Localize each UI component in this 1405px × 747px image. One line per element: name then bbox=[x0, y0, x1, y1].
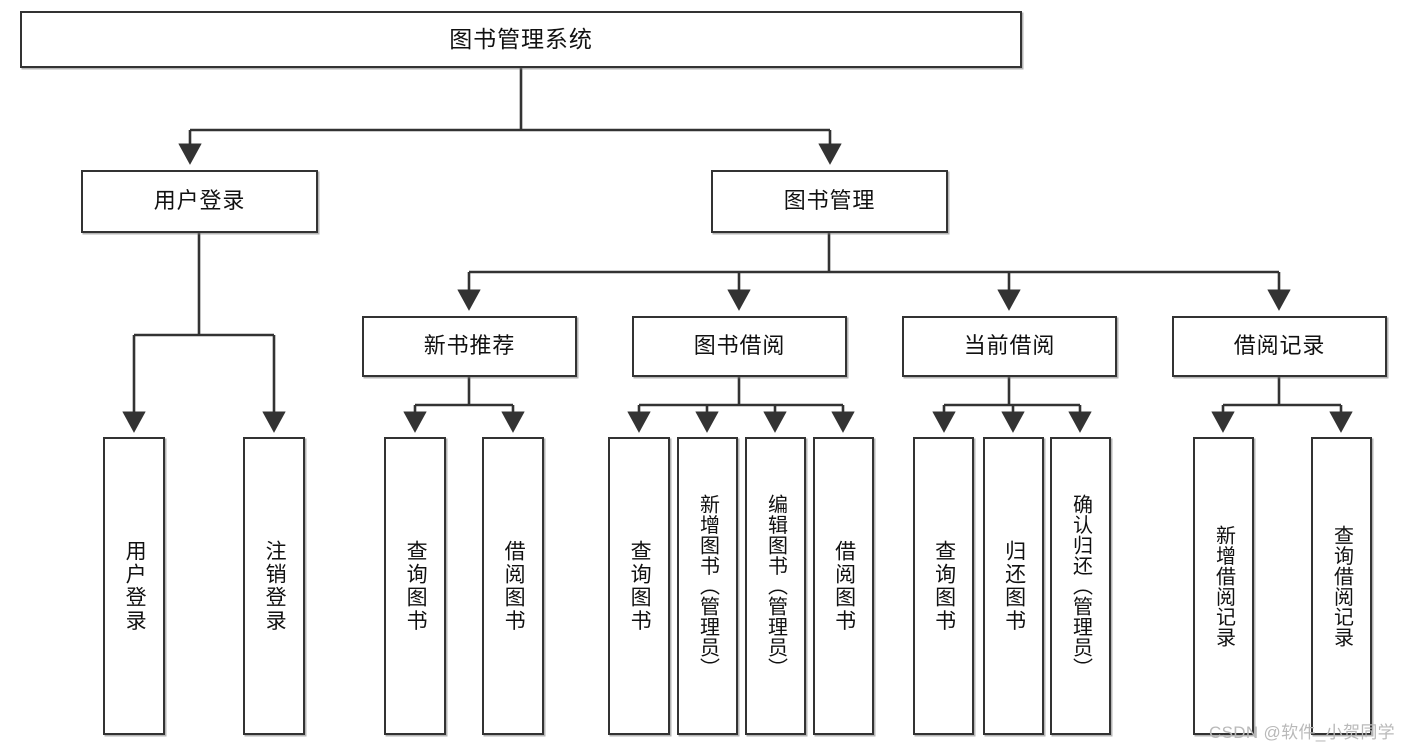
node-label: 借阅图书 bbox=[832, 539, 856, 633]
leaf-recommend-query-book[interactable]: 查询图书 bbox=[384, 437, 446, 735]
node-label: 编辑图书（管理员） bbox=[764, 494, 787, 678]
leaf-borrow-add-book-admin[interactable]: 新增图书（管理员） bbox=[677, 437, 738, 735]
node-root-system[interactable]: 图书管理系统 bbox=[20, 11, 1022, 68]
node-label: 用户登录 bbox=[123, 539, 147, 633]
leaf-current-query-book[interactable]: 查询图书 bbox=[913, 437, 974, 735]
node-label: 查询图书 bbox=[628, 539, 652, 633]
node-label: 借阅图书 bbox=[502, 539, 526, 633]
node-label: 图书借阅 bbox=[693, 333, 786, 359]
node-label: 查询图书 bbox=[932, 539, 956, 633]
node-label: 注销登录 bbox=[263, 539, 287, 633]
csdn-watermark: CSDN @软件_小贺同学 bbox=[1208, 723, 1395, 742]
leaf-borrow-query-book[interactable]: 查询图书 bbox=[608, 437, 670, 735]
node-label: 归还图书 bbox=[1002, 539, 1026, 633]
leaf-current-confirm-return-admin[interactable]: 确认归还（管理员） bbox=[1050, 437, 1111, 735]
leaf-records-add-record[interactable]: 新增借阅记录 bbox=[1193, 437, 1254, 735]
leaf-user-login-logout[interactable]: 注销登录 bbox=[243, 437, 305, 735]
leaf-records-query-record[interactable]: 查询借阅记录 bbox=[1311, 437, 1372, 735]
node-label: 当前借阅 bbox=[963, 333, 1056, 359]
node-label: 用户登录 bbox=[153, 188, 246, 214]
leaf-current-return-book[interactable]: 归还图书 bbox=[983, 437, 1044, 735]
node-current-borrow[interactable]: 当前借阅 bbox=[902, 316, 1117, 377]
node-book-management[interactable]: 图书管理 bbox=[711, 170, 948, 233]
node-label: 确认归还（管理员） bbox=[1069, 494, 1092, 678]
leaf-user-login-login[interactable]: 用户登录 bbox=[103, 437, 165, 735]
node-label: 查询借阅记录 bbox=[1330, 524, 1353, 648]
node-label: 借阅记录 bbox=[1233, 333, 1326, 359]
leaf-borrow-edit-book-admin[interactable]: 编辑图书（管理员） bbox=[745, 437, 806, 735]
node-label: 查询图书 bbox=[404, 539, 428, 633]
node-label: 新增借阅记录 bbox=[1212, 524, 1235, 648]
node-user-login[interactable]: 用户登录 bbox=[81, 170, 318, 233]
node-new-book-recommend[interactable]: 新书推荐 bbox=[362, 316, 577, 377]
leaf-borrow-borrow-book[interactable]: 借阅图书 bbox=[813, 437, 874, 735]
leaf-recommend-borrow-book[interactable]: 借阅图书 bbox=[482, 437, 544, 735]
node-label: 图书管理 bbox=[783, 188, 876, 214]
node-label: 新书推荐 bbox=[423, 333, 516, 359]
node-borrow-records[interactable]: 借阅记录 bbox=[1172, 316, 1387, 377]
node-label: 图书管理系统 bbox=[449, 25, 593, 52]
node-label: 新增图书（管理员） bbox=[696, 494, 719, 678]
node-book-borrow[interactable]: 图书借阅 bbox=[632, 316, 847, 377]
